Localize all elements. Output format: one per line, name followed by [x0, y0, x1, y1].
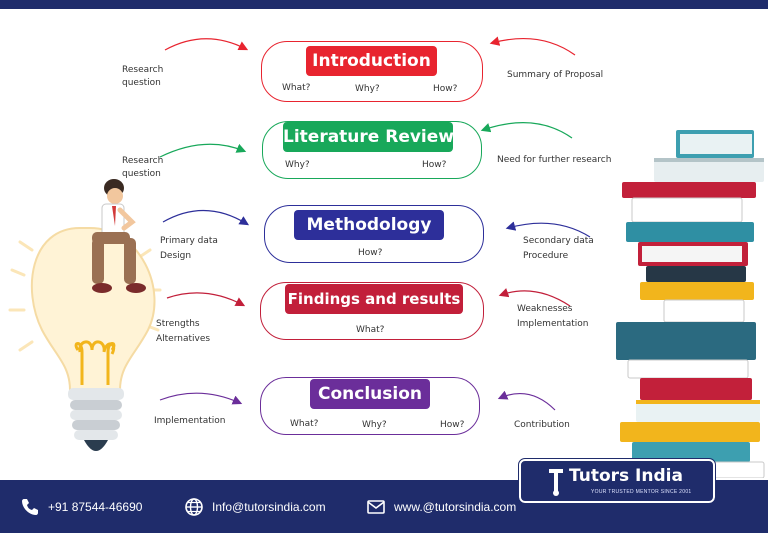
phone-icon: [22, 499, 38, 515]
literature-title: Literature Review: [283, 122, 454, 152]
logo-emblem-icon: [549, 469, 563, 496]
arrow-conc-right: [497, 390, 556, 411]
findings-title: Findings and results: [285, 284, 463, 314]
conc-right-label: Contribution: [514, 420, 570, 430]
top-bar: [0, 0, 768, 9]
arrow-conc-left: [159, 392, 243, 405]
arrow-intro-right: [489, 36, 576, 56]
conc-left-label: Implementation: [154, 416, 226, 426]
globe-icon: [185, 498, 203, 516]
conclusion-q-what: What?: [290, 419, 319, 429]
arrow-intro-left: [164, 38, 249, 51]
arrow-lit-right: [480, 122, 573, 139]
footer-website[interactable]: www.@tutorsindia.com: [366, 497, 516, 517]
logo-name: Tutors India: [569, 466, 683, 486]
intro-right-label: Summary of Proposal: [507, 70, 604, 80]
introduction-q-what: What?: [282, 83, 311, 93]
literature-q-how: How?: [422, 160, 447, 170]
book-stack-illustration: [616, 130, 765, 478]
literature-q-why: Why?: [285, 160, 310, 170]
conclusion-q-why: Why?: [362, 420, 387, 430]
arrow-lit-left: [159, 143, 247, 158]
arrow-find-left: [166, 292, 246, 307]
introduction-q-how: How?: [433, 84, 458, 94]
findings-q-what: What?: [356, 325, 385, 335]
phone-text: +91 87544-46690: [48, 500, 143, 514]
arrow-meth-left: [162, 209, 250, 226]
lit-right-label: Need for further research: [497, 155, 612, 165]
website-text: www.@tutorsindia.com: [394, 500, 517, 514]
mail-icon: [367, 500, 385, 514]
logo-tagline: YOUR TRUSTED MENTOR SINCE 2001: [591, 489, 692, 495]
methodology-q-how: How?: [358, 248, 383, 258]
introduction-title: Introduction: [306, 46, 437, 76]
conclusion-q-how: How?: [440, 420, 465, 430]
introduction-q-why: Why?: [355, 84, 380, 94]
methodology-title: Methodology: [294, 210, 444, 240]
footer-phone[interactable]: +91 87544-46690: [20, 497, 142, 517]
light-bulb-illustration: [8, 179, 162, 451]
tutors-india-logo[interactable]: Tutors India YOUR TRUSTED MENTOR SINCE 2…: [518, 458, 716, 504]
footer-email[interactable]: Info@tutorsindia.com: [184, 497, 326, 517]
email-text: Info@tutorsindia.com: [212, 500, 326, 514]
conclusion-title: Conclusion: [310, 379, 430, 409]
